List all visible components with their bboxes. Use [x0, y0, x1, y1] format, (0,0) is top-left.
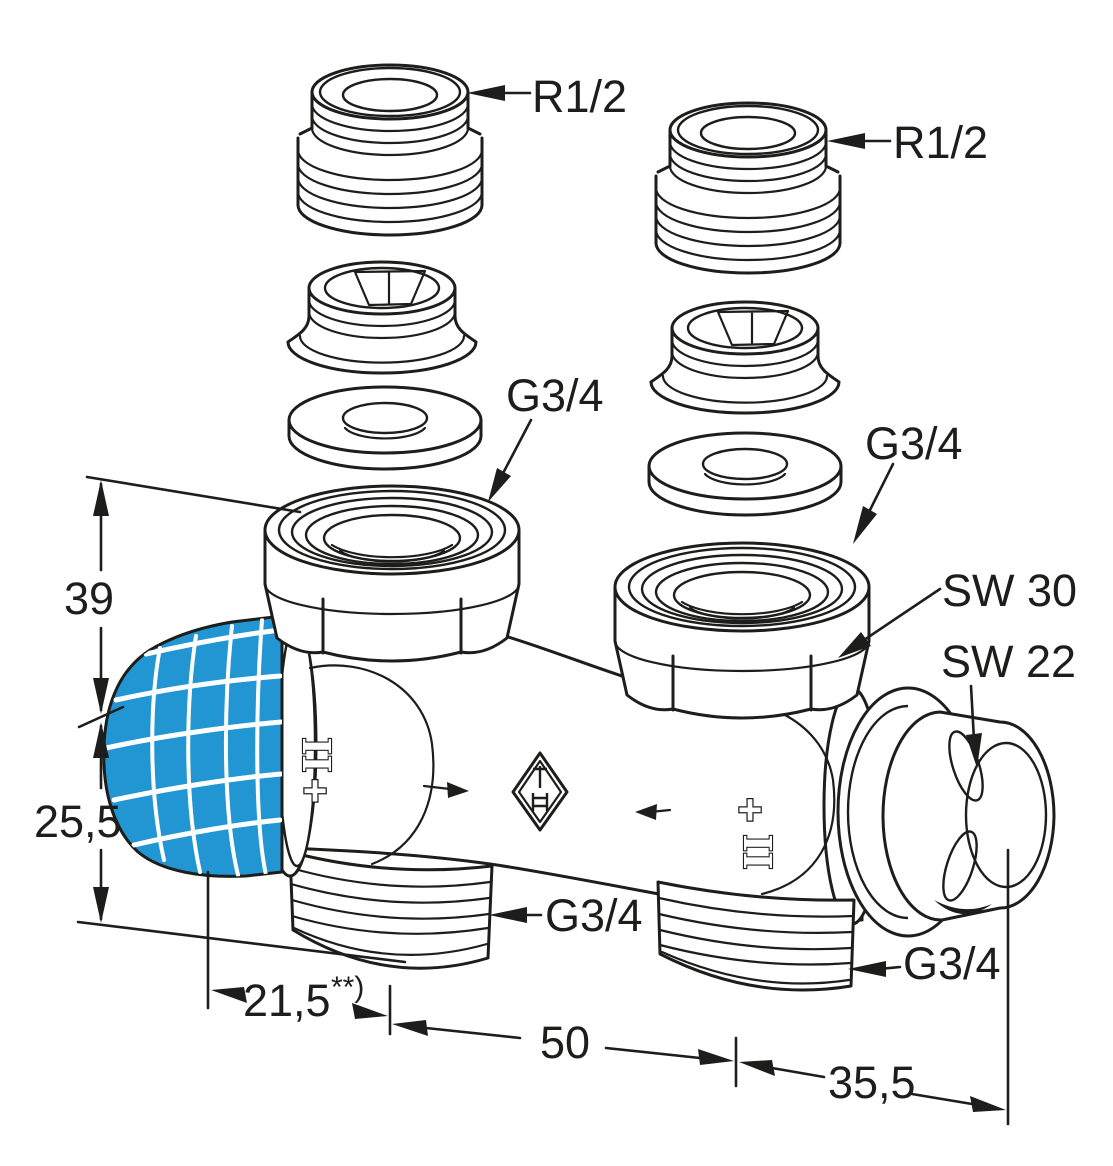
leader-arrow-icon	[488, 468, 511, 502]
label-g34-union-right: G3/4	[853, 418, 963, 544]
label-sw22: SW 22	[941, 636, 1076, 768]
brand-logo-icon	[511, 751, 569, 832]
label-r12-left: R1/2	[467, 71, 627, 122]
valve-insert-right	[649, 300, 841, 415]
dim-arrow-icon	[392, 1020, 428, 1036]
dimension-lines: 39 25,5 21,5 **) 50 35,5	[34, 475, 1010, 1126]
dim-21-5-note: **)	[331, 971, 364, 1004]
preset-numeral-left: II	[294, 737, 339, 773]
dim-arrow-icon	[698, 1049, 734, 1065]
label-g34-union-right-text: G3/4	[865, 418, 963, 469]
end-cap	[881, 710, 1056, 922]
preset-numeral-right: II	[735, 834, 780, 870]
dim-arrow-icon	[93, 887, 109, 923]
body-details: II + + II	[293, 664, 836, 896]
dim-arrow-icon	[93, 678, 109, 714]
bottom-thread-right	[656, 880, 856, 992]
dim-arrow-icon	[739, 1060, 775, 1076]
leader-arrow-icon	[966, 733, 982, 768]
dim-arrow-icon	[970, 1096, 1006, 1112]
dim-arrow-icon	[93, 722, 109, 758]
dim-35-5: 35,5	[828, 1057, 916, 1108]
leader-arrow-icon	[848, 961, 886, 977]
leader-arrow-icon	[467, 85, 505, 101]
flow-arrow-left-icon	[635, 804, 672, 820]
washer-right	[647, 431, 843, 517]
dim-arrow-icon	[352, 1003, 388, 1019]
flow-arrow-right-icon	[422, 782, 469, 798]
adapter-r12-left	[296, 63, 484, 237]
washer-left	[287, 385, 483, 471]
handwheel[interactable]	[102, 614, 284, 878]
dim-50: 50	[540, 1017, 590, 1068]
leader-arrow-icon	[827, 133, 865, 149]
dim-arrow-icon	[93, 480, 109, 516]
label-sw30-text: SW 30	[942, 565, 1077, 616]
label-g34-tail-right: G3/4	[848, 938, 1001, 989]
label-sw22-text: SW 22	[941, 636, 1076, 687]
leader-arrow-icon	[853, 506, 877, 544]
label-sw30: SW 30	[838, 565, 1077, 658]
adapter-r12-right	[654, 101, 842, 275]
preset-marking-right: + II	[734, 785, 781, 871]
dim-21-5: 21,5	[243, 975, 331, 1026]
union-nut-right	[613, 541, 871, 720]
label-g34-union-left: G3/4	[488, 370, 604, 502]
preset-marking-left: II +	[293, 736, 340, 815]
label-g34-union-left-text: G3/4	[506, 370, 604, 421]
leader-arrow-icon	[838, 632, 871, 658]
valve-insert-left	[286, 260, 478, 375]
label-r12-left-text: R1/2	[532, 71, 627, 122]
label-g34-tail-right-text: G3/4	[903, 938, 1001, 989]
handwheel-ribs	[103, 618, 283, 877]
label-r12-right: R1/2	[827, 117, 988, 168]
label-g34-tail-left: G3/4	[489, 890, 643, 941]
union-nut-left	[263, 484, 521, 663]
dim-arrow-icon	[211, 987, 247, 1003]
leader-arrow-icon	[489, 907, 527, 923]
label-g34-tail-left-text: G3/4	[545, 890, 643, 941]
preset-plus-right: +	[738, 786, 763, 833]
dim-39: 39	[64, 573, 114, 624]
label-r12-right-text: R1/2	[893, 117, 988, 168]
dim-25-5: 25,5	[34, 796, 122, 847]
preset-plus-left: +	[303, 767, 328, 814]
